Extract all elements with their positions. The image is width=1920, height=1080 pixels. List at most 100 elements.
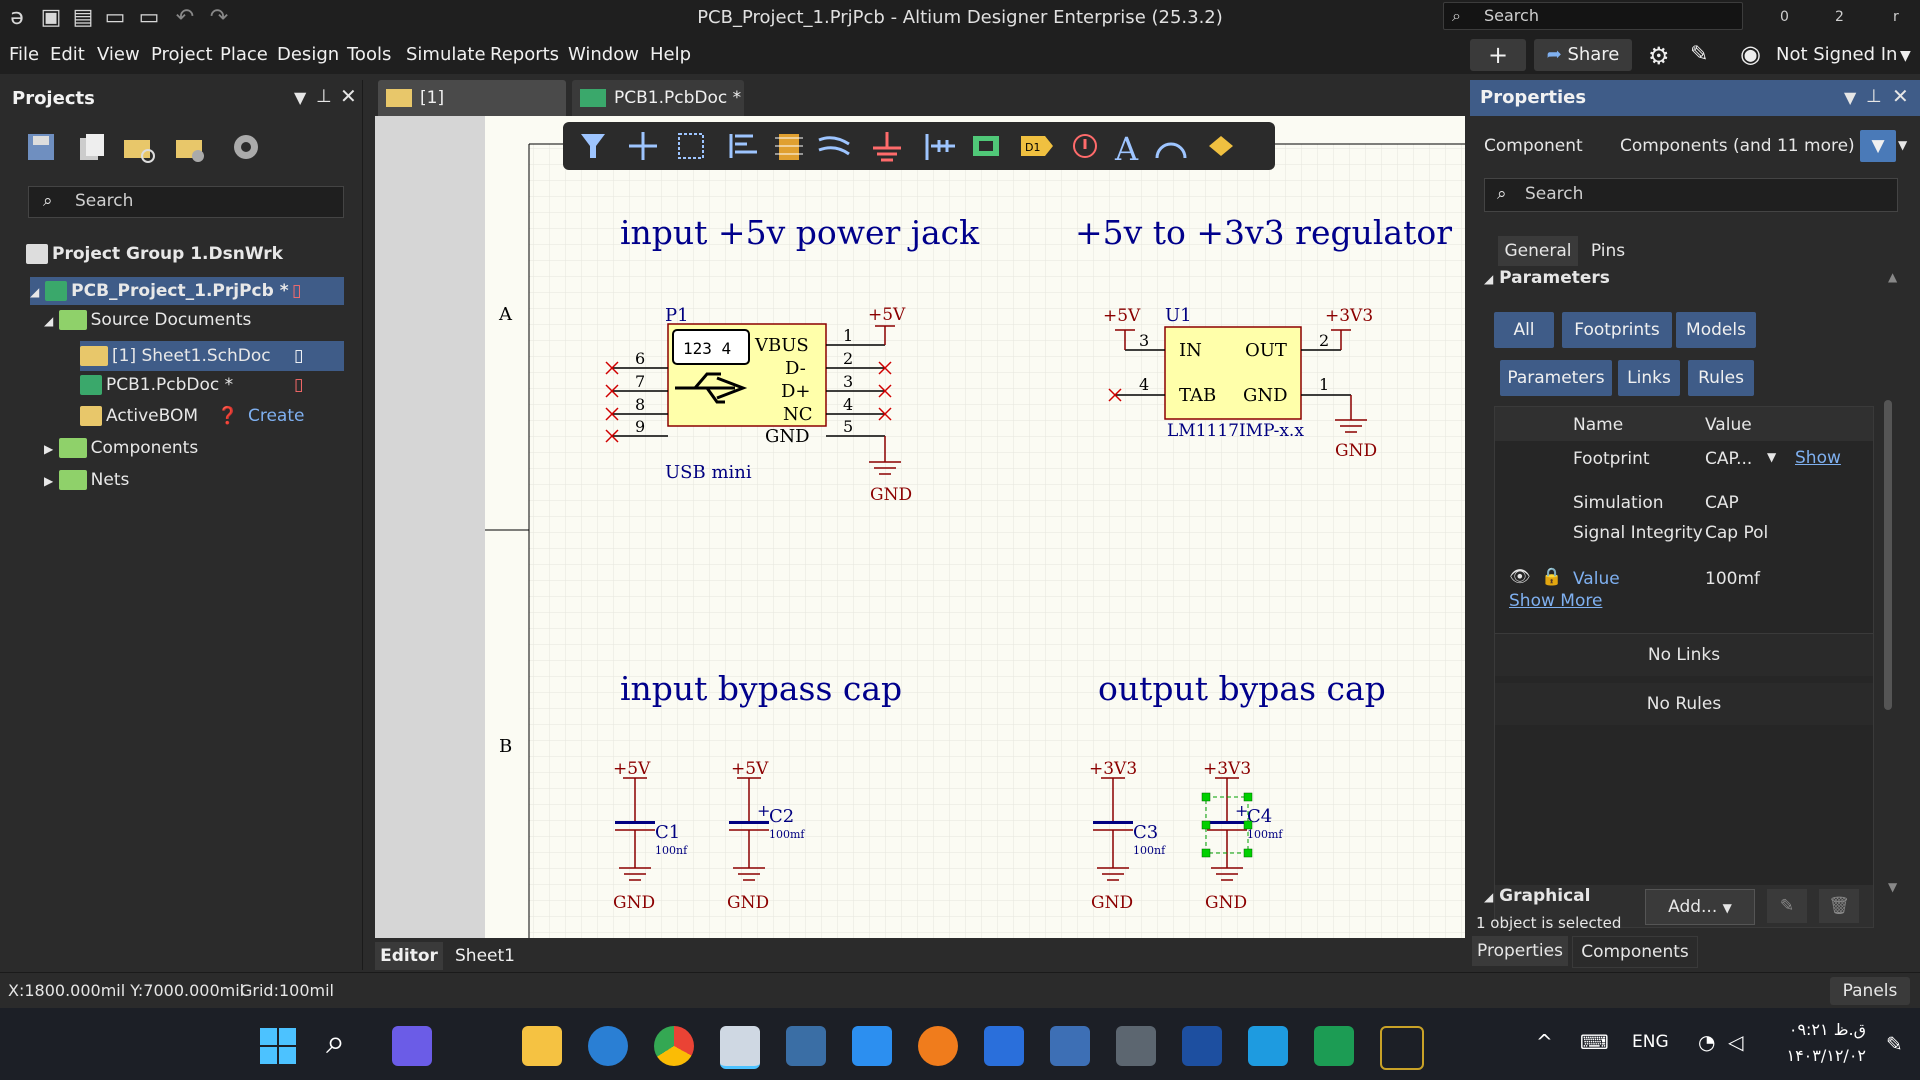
save-project-icon[interactable] [28, 134, 54, 160]
place-wire-icon[interactable] [818, 136, 850, 156]
filter-rules-button[interactable]: Rules [1688, 360, 1754, 396]
tab-general[interactable]: General [1498, 236, 1578, 266]
tree-source-documents[interactable]: ◢ Source Documents [44, 310, 251, 330]
user-avatar-icon[interactable]: ◉ [1740, 40, 1761, 68]
meet-app-icon[interactable] [392, 1026, 432, 1066]
keyboard-icon[interactable]: ⌨ [1580, 1030, 1609, 1054]
delete-icon[interactable]: 🗑 [1819, 889, 1859, 923]
power-port-icon[interactable] [873, 132, 901, 162]
tab-editor[interactable]: Editor [375, 942, 443, 970]
component-c2[interactable]: +5V + C2 100mf GND [727, 759, 805, 913]
tree-project[interactable]: ◢ PCB_Project_1.PrjPcb * ▯ [30, 277, 344, 305]
selection-handles[interactable] [1201, 792, 1253, 858]
menu-design[interactable]: Design [277, 44, 340, 65]
account-label[interactable]: Not Signed In [1776, 44, 1898, 65]
open-project-icon[interactable]: ▭ [138, 5, 160, 30]
tree-project-group[interactable]: Project Group 1.DsnWrk [26, 244, 283, 264]
menu-simulate[interactable]: Simulate [406, 44, 486, 65]
search-icon[interactable]: ⌕ [326, 1022, 346, 1062]
preferences-icon[interactable]: ✎ [1690, 42, 1709, 67]
footprint-show-link[interactable]: Show [1795, 448, 1841, 468]
parameters-section[interactable]: ◢ Parameters [1484, 268, 1610, 288]
clock-date[interactable]: ۱۴۰۳/۱۲/۰۲ [1786, 1046, 1866, 1065]
pcb-app-icon[interactable] [1314, 1026, 1354, 1066]
save-all-icon[interactable]: ▤ [72, 5, 94, 30]
tab-pcb1[interactable]: PCB1.PcbDoc * [572, 80, 744, 116]
tab-pins[interactable]: Pins [1590, 241, 1626, 261]
bom-create-link[interactable]: Create [247, 406, 305, 426]
wifi-icon[interactable]: ◔ [1698, 1030, 1716, 1054]
properties-scrollbar[interactable] [1884, 400, 1892, 710]
network-app-icon[interactable] [1050, 1026, 1090, 1066]
port-icon[interactable]: D1 [1021, 136, 1053, 156]
tree-components[interactable]: ▶ Components [44, 438, 198, 458]
tree-pcb1[interactable]: PCB1.PcbDoc * ▯ [80, 375, 303, 395]
settings-icon[interactable] [234, 135, 258, 159]
pin-icon[interactable]: ⊥ [1866, 86, 1882, 107]
filter-button[interactable]: ▼ [1860, 130, 1896, 162]
eye-icon[interactable]: 👁 [1509, 567, 1531, 587]
menu-window[interactable]: Window [568, 44, 639, 65]
graphical-section[interactable]: ◢ Graphical [1484, 886, 1590, 906]
close-icon[interactable]: ✕ [340, 84, 357, 108]
tree-sheet1[interactable]: [1] Sheet1.SchDoc ▯ [80, 341, 344, 371]
arc-icon[interactable] [1155, 142, 1187, 159]
row-signal-integrity[interactable]: Signal Integrity Cap Pol [1495, 517, 1873, 549]
sheet-symbol-icon[interactable] [973, 136, 999, 156]
file-explorer-icon[interactable] [522, 1026, 562, 1066]
row-footprint[interactable]: Footprint CAP... ▼ Show [1495, 441, 1873, 477]
schematic-canvas[interactable]: A B input +5v power jack +5v to +3v3 reg… [375, 116, 1465, 938]
directive-icon[interactable] [1073, 134, 1097, 158]
panel-menu-icon[interactable]: ▼ [1844, 88, 1857, 107]
add-button[interactable]: + [1470, 39, 1526, 71]
component-c4-selected[interactable]: +3V3 + C4 100mf GND [1201, 759, 1283, 913]
tab-components[interactable]: Components [1572, 936, 1698, 968]
close-icon[interactable]: ✕ [1892, 84, 1909, 108]
language-indicator[interactable]: ENG [1632, 1032, 1669, 1052]
panel-menu-icon[interactable]: ▼ [294, 88, 307, 107]
tab-sheet1[interactable]: [1] Sheet1.SchDoc [378, 80, 566, 144]
filter-icon[interactable] [581, 134, 605, 158]
menu-edit[interactable]: Edit [50, 44, 85, 65]
scroll-up-icon[interactable]: ▲ [1888, 270, 1898, 284]
component-c1[interactable]: +5V C1 100nf GND [613, 759, 688, 913]
chrome-icon[interactable] [654, 1026, 694, 1066]
move-icon[interactable] [629, 132, 657, 160]
panels-button[interactable]: Panels [1830, 977, 1910, 1005]
scroll-down-icon[interactable]: ▼ [1888, 880, 1898, 894]
add-parameter-button[interactable]: Add... ▼ [1645, 889, 1755, 925]
open-folder-icon[interactable]: ▭ [104, 5, 126, 30]
row-value[interactable]: 👁 🔒 Value 100mf [1495, 563, 1873, 595]
component-c3[interactable]: +3V3 C3 100nf GND [1089, 759, 1166, 913]
align-icon[interactable] [729, 134, 757, 158]
menu-tools[interactable]: Tools [347, 44, 392, 65]
filter-footprints-button[interactable]: Footprints [1562, 312, 1672, 348]
row-simulation[interactable]: Simulation CAP [1495, 487, 1873, 519]
tray-chevron-icon[interactable]: ^ [1536, 1030, 1553, 1054]
global-search[interactable]: ⌕ Search [1443, 2, 1743, 30]
gear-icon[interactable]: ⚙ [1648, 42, 1670, 70]
app-d-icon[interactable] [852, 1026, 892, 1066]
altium-launcher-icon[interactable] [1380, 1026, 1424, 1070]
calculator-icon[interactable] [1116, 1026, 1156, 1066]
save-icon[interactable]: ▣ [40, 5, 62, 30]
place-bus-icon[interactable] [925, 134, 955, 160]
app-a-icon[interactable] [1248, 1026, 1288, 1066]
lock-icon[interactable]: 🔒 [1541, 567, 1563, 587]
altium-app-icon[interactable] [720, 1026, 760, 1069]
tab-sheet1-view[interactable]: Sheet1 [455, 946, 515, 966]
chevron-down-icon[interactable]: ▼ [1767, 450, 1777, 464]
filter-all-button[interactable]: All [1494, 312, 1554, 348]
filter-links-button[interactable]: Links [1618, 360, 1680, 396]
menu-file[interactable]: File [9, 44, 40, 65]
menu-project[interactable]: Project [151, 44, 213, 65]
menu-view[interactable]: View [97, 44, 140, 65]
app-s-icon[interactable] [1182, 1026, 1222, 1066]
show-more-link[interactable]: Show More [1509, 591, 1603, 611]
folder-settings-icon[interactable] [176, 140, 204, 162]
undo-icon[interactable]: ↶ [175, 5, 195, 30]
chevron-down-icon[interactable]: ▼ [1900, 48, 1911, 64]
place-part-icon[interactable] [775, 134, 803, 160]
share-button[interactable]: ➦ Share [1534, 39, 1632, 71]
clock-time[interactable]: ۰۹:۲۱ ق.ظ [1788, 1020, 1866, 1039]
